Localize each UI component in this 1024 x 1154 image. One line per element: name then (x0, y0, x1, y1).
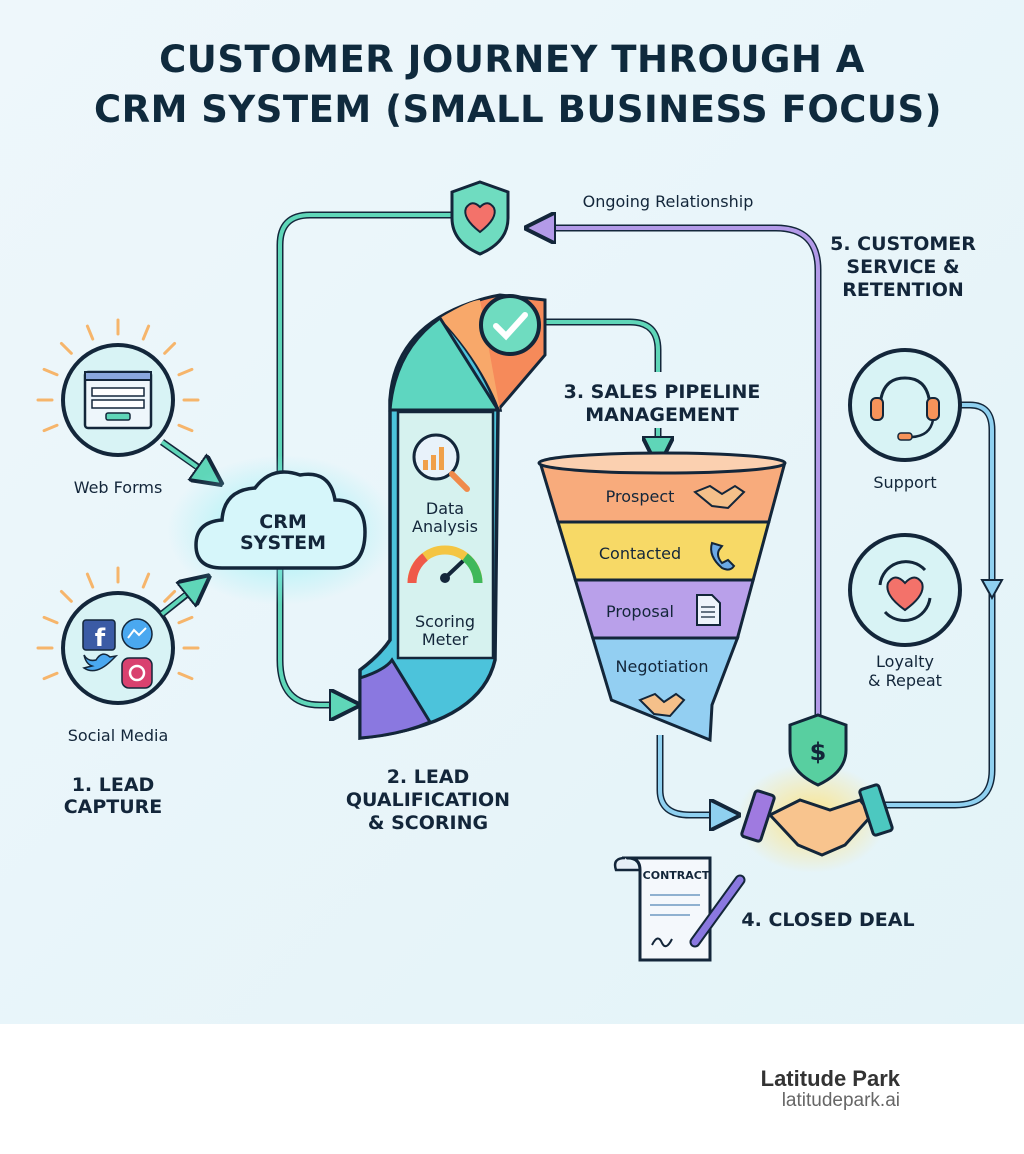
social-media-label: Social Media (68, 726, 169, 745)
ray (42, 423, 59, 433)
ray (85, 324, 95, 341)
crm-system-label-2: SYSTEM (240, 532, 326, 554)
title-line-1: CUSTOMER JOURNEY THROUGH A (159, 38, 865, 81)
retention-connector (880, 403, 994, 807)
ray (177, 423, 194, 433)
funnel-label: Negotiation (616, 657, 709, 676)
brand-url[interactable]: latitudepark.ai (781, 1090, 900, 1111)
handshake-negotiation-icon (638, 692, 686, 718)
stage-1-heading-2: CAPTURE (64, 796, 163, 818)
stage-2-heading-3: & SCORING (368, 812, 488, 834)
instagram-icon (121, 657, 153, 689)
web-forms-arrow (160, 440, 210, 476)
scoring-meter-label-1: Scoring (415, 612, 475, 631)
stage-5-heading-3: RETENTION (842, 279, 964, 301)
ray (85, 572, 95, 589)
support-label: Support (873, 473, 936, 492)
data-analysis-icon (412, 433, 470, 492)
handshake-small-icon (693, 484, 746, 510)
funnel-label: Proposal (606, 602, 674, 621)
loyalty-label-1: Loyalty (876, 652, 934, 671)
phone-icon (710, 541, 736, 571)
stage-2-heading: 2. LEAD (387, 766, 470, 788)
web-forms-icon (36, 318, 200, 457)
funnel-label: Contacted (599, 544, 681, 563)
footer: Latitude Park latitudepark.ai (0, 1024, 1024, 1154)
arrow-down-icon (980, 579, 1004, 601)
web-forms-label: Web Forms (74, 478, 163, 497)
handshake-icon (740, 783, 894, 857)
scoring-meter-icon (407, 545, 483, 584)
document-icon (696, 594, 721, 626)
contract-icon (613, 856, 746, 962)
loyalty-label-2: & Repeat (868, 671, 942, 690)
data-analysis-label-2: Analysis (412, 517, 478, 536)
headset-icon (848, 348, 962, 462)
title-line-2: CRM SYSTEM (SMALL BUSINESS FOCUS) (94, 88, 942, 131)
contract-label: CONTRACT (643, 869, 710, 882)
dollar-shield-icon: $ (788, 713, 848, 787)
pipeline-connector (530, 320, 658, 452)
stage-5-heading: 5. CUSTOMER (830, 233, 976, 255)
stage-4-heading: 4. CLOSED DEAL (741, 909, 914, 931)
stage-2-heading-2: QUALIFICATION (346, 789, 510, 811)
funnel-stage-negotiation (590, 636, 740, 743)
stage-1-heading: 1. LEAD (72, 774, 155, 796)
brand-name: Latitude Park (760, 1066, 900, 1091)
stage-3-heading: 3. SALES PIPELINE (564, 381, 761, 403)
check-badge-icon (479, 294, 541, 356)
ray (141, 324, 151, 341)
heart-shield-icon (450, 180, 510, 256)
funnel-label: Prospect (606, 487, 675, 506)
ongoing-relationship-label: Ongoing Relationship (583, 192, 754, 211)
crm-journey-diagram: CUSTOMER JOURNEY THROUGH A CRM SYSTEM (S… (0, 0, 1024, 1024)
ray (177, 367, 194, 377)
ray (59, 589, 73, 603)
crm-system-cloud (167, 455, 397, 605)
stage-3-heading-2: MANAGEMENT (585, 404, 739, 426)
ray (42, 671, 59, 681)
ray (42, 615, 59, 625)
svg-text:$: $ (810, 738, 827, 766)
twitter-icon (82, 653, 119, 672)
deal-connector (658, 735, 725, 815)
ray (163, 589, 177, 603)
data-analysis-label-1: Data (426, 499, 464, 518)
stage-5-heading-2: SERVICE & (846, 256, 959, 278)
background (0, 0, 1024, 1024)
funnel-rim (537, 451, 787, 475)
ray (177, 615, 194, 625)
ray (141, 572, 151, 589)
loyalty-heart-icon (848, 533, 962, 647)
scoring-meter-label-2: Meter (422, 630, 469, 649)
crm-system-label-1: CRM (259, 511, 306, 533)
ray (163, 341, 177, 355)
social-media-arrow (160, 585, 198, 616)
ray (59, 341, 73, 355)
svg-text:f: f (95, 624, 106, 652)
ray (42, 367, 59, 377)
ray (177, 671, 194, 681)
social-media-icon: f (36, 566, 200, 705)
facebook-icon (82, 619, 116, 651)
